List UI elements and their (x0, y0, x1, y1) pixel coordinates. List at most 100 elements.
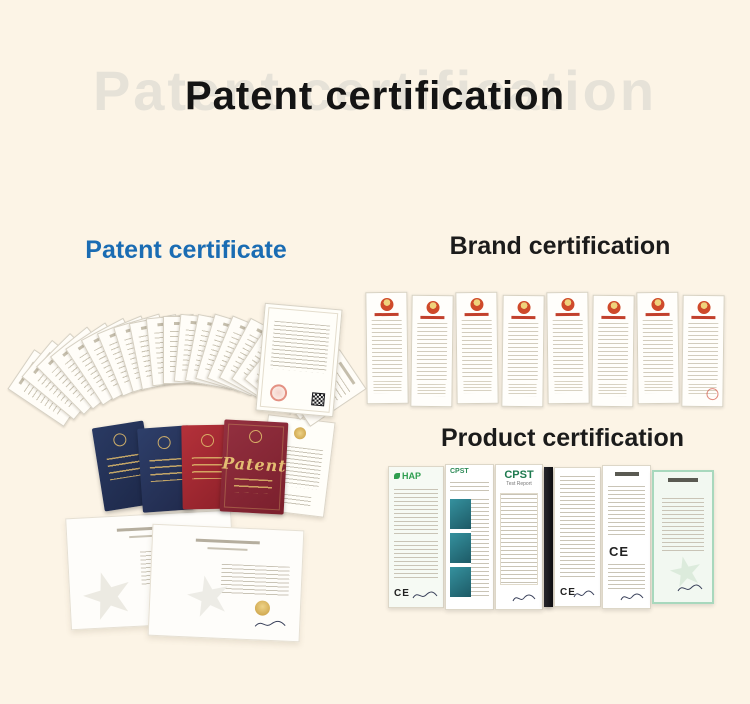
certificate-title-bar (555, 312, 580, 317)
gold-emblem-icon (157, 435, 172, 450)
product-cert-cpst-photo-report: CPST (445, 464, 494, 610)
patent-document-right: ★ (147, 523, 305, 643)
signature (512, 594, 536, 602)
gold-text-lines (233, 477, 273, 494)
certificate-text-lines (597, 322, 629, 382)
certificate-footer-lines (417, 383, 446, 397)
certificate-footer-lines (463, 380, 492, 394)
signature (412, 591, 438, 599)
qr-code-icon (311, 392, 326, 407)
brand-certificate (591, 294, 635, 408)
gold-text-lines (149, 457, 183, 483)
certificate-text-lines (462, 319, 493, 379)
cpst-label: CPST (504, 469, 534, 481)
national-emblem-icon (606, 300, 621, 315)
text-lines (394, 541, 438, 579)
certificate-footer-lines (598, 383, 627, 397)
report-table-lines (500, 493, 538, 585)
brand-certificate (365, 291, 409, 405)
red-seal-icon (269, 383, 288, 403)
text-lines (270, 320, 331, 374)
signature (573, 590, 595, 598)
national-emblem-icon (516, 300, 530, 315)
signature (254, 620, 286, 627)
red-seal-icon (706, 388, 719, 401)
national-emblem-icon (426, 300, 440, 315)
certificate-text-lines (688, 322, 719, 382)
report-header-bar (614, 472, 639, 476)
gold-emblem-icon (112, 432, 128, 448)
national-emblem-icon (560, 297, 574, 312)
national-emblem-icon (697, 300, 711, 315)
brand-certificate (455, 291, 500, 405)
national-emblem-icon (379, 297, 394, 312)
gold-text-lines (107, 453, 142, 481)
text-lines (608, 486, 645, 536)
cpst-label: CPST (450, 468, 469, 475)
text-lines (450, 482, 489, 494)
national-emblem-icon (651, 297, 665, 312)
certificate-header-bar (668, 478, 698, 482)
hap-logo: HAP (394, 471, 421, 481)
gold-emblem-icon (248, 429, 263, 444)
patent-script-label: Patent (221, 453, 288, 476)
brand-certificate (681, 294, 726, 408)
certificate-title-bar (420, 315, 445, 320)
gold-emblem-icon (200, 433, 215, 448)
certificate-footer-lines (373, 380, 402, 394)
brand-certificate (410, 294, 454, 408)
product-cert-report-4: CE (554, 467, 601, 607)
page-title: Patent certification (184, 74, 566, 118)
brand-certification-heading: Brand certification (449, 232, 671, 260)
certificate-text-lines (371, 319, 403, 379)
hap-label: HAP (402, 471, 422, 481)
gold-text-lines (192, 456, 224, 480)
text-lines (560, 476, 595, 580)
certificate-text-lines (642, 319, 674, 379)
product-photo (450, 567, 471, 597)
signature (620, 593, 644, 601)
gold-emblem-icon (293, 426, 307, 440)
product-cert-hap-report: HAP CE (388, 466, 444, 608)
certificate-title-bar (464, 312, 489, 317)
patent-booklet-maroon: Patent (219, 419, 289, 515)
certificate-footer-lines (508, 383, 537, 397)
patent-certificate-heading: Patent certificate (85, 236, 287, 264)
product-cert-cpst-test-report: CPST Test Report (495, 464, 543, 610)
patent-certificate-fan (7, 288, 367, 448)
brand-certificate (546, 291, 590, 405)
certificate-footer-lines (644, 380, 673, 394)
star-watermark-icon: ★ (71, 554, 145, 637)
text-lines (608, 564, 645, 592)
ce-mark: CE (560, 587, 576, 598)
text-lines (394, 489, 438, 535)
product-certification-heading: Product certification (440, 424, 685, 452)
ce-mark: CE (394, 588, 410, 599)
title-watermark: Patent certification (92, 59, 658, 122)
certificate-title-bar (601, 315, 626, 320)
product-cert-green-certificate: ★ (652, 470, 714, 604)
certificate-footer-lines (554, 380, 583, 394)
certificate-title-bar (645, 312, 670, 317)
ce-mark: CE (609, 544, 630, 559)
text-lines (471, 499, 489, 597)
test-report-label: Test Report (506, 481, 532, 487)
text-lines (662, 498, 704, 554)
certificate-text-lines (507, 322, 538, 382)
certificate-title-bar (374, 312, 399, 317)
certificate-text-lines (416, 322, 448, 382)
leaf-icon (394, 473, 400, 479)
product-certification-row: HAP CE CPST CPST Test Report (388, 462, 718, 614)
patent-certificate-featured (255, 302, 343, 418)
product-photo (450, 499, 471, 529)
document-title-bar (195, 538, 260, 545)
national-emblem-icon (470, 297, 484, 312)
star-watermark-icon: ★ (178, 562, 239, 631)
gold-emblem-icon (254, 600, 271, 616)
brand-certificate (636, 291, 680, 405)
certificate-title-bar (510, 315, 536, 320)
product-cert-report-5: CE (602, 465, 651, 609)
brand-certificate (500, 294, 545, 408)
dark-report-spine (544, 467, 553, 607)
